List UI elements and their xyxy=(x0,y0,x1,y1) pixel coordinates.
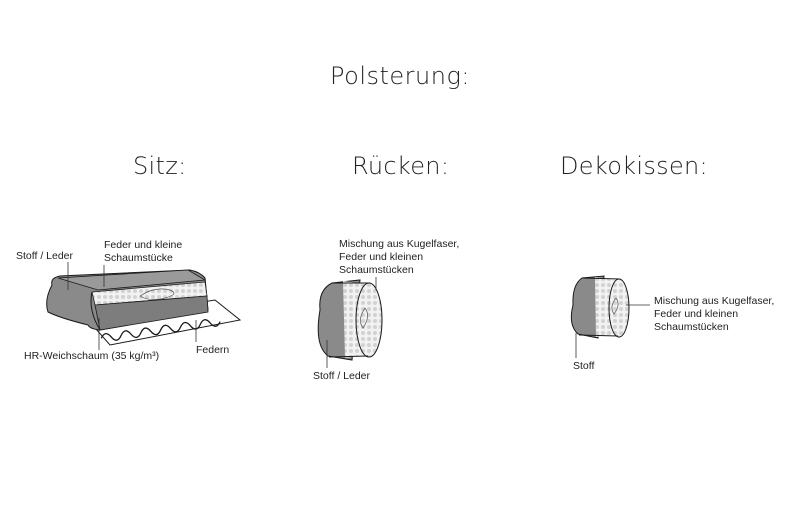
seat-label-foam: HR-Weichschaum (35 kg/m³) xyxy=(24,350,160,362)
pillow-label-cover: Stoff xyxy=(573,360,595,372)
seat-label-filling-2: Schaumstücke xyxy=(104,252,173,264)
back-label-filling-2: Feder und kleinen xyxy=(339,251,424,263)
seat-label-springs: Federn xyxy=(196,344,230,356)
pillow-label-filling-1: Mischung aus Kugelfaser, xyxy=(654,295,775,307)
back-label-filling-3: Schaumstücken xyxy=(339,264,414,276)
seat-label-filling-1: Feder und kleine xyxy=(104,239,183,251)
spring-wave xyxy=(100,319,221,341)
section-heading-pillow: Dekokissen: xyxy=(560,152,708,180)
section-heading-seat: Sitz: xyxy=(133,152,187,180)
page-title: Polsterung: xyxy=(330,62,470,90)
section-heading-back: Rücken: xyxy=(352,152,450,180)
seat-label-cover: Stoff / Leder xyxy=(16,250,74,262)
back-label-filling-1: Mischung aus Kugelfaser, xyxy=(339,238,460,250)
pillow-label-filling-3: Schaumstücken xyxy=(654,321,729,333)
pillow-illustration xyxy=(570,275,630,339)
seat-cushion-illustration xyxy=(46,269,242,346)
pillow-label-filling-2: Feder und kleinen xyxy=(654,308,739,320)
back-label-cover: Stoff / Leder xyxy=(313,370,371,382)
back-cushion-illustration xyxy=(317,279,383,361)
